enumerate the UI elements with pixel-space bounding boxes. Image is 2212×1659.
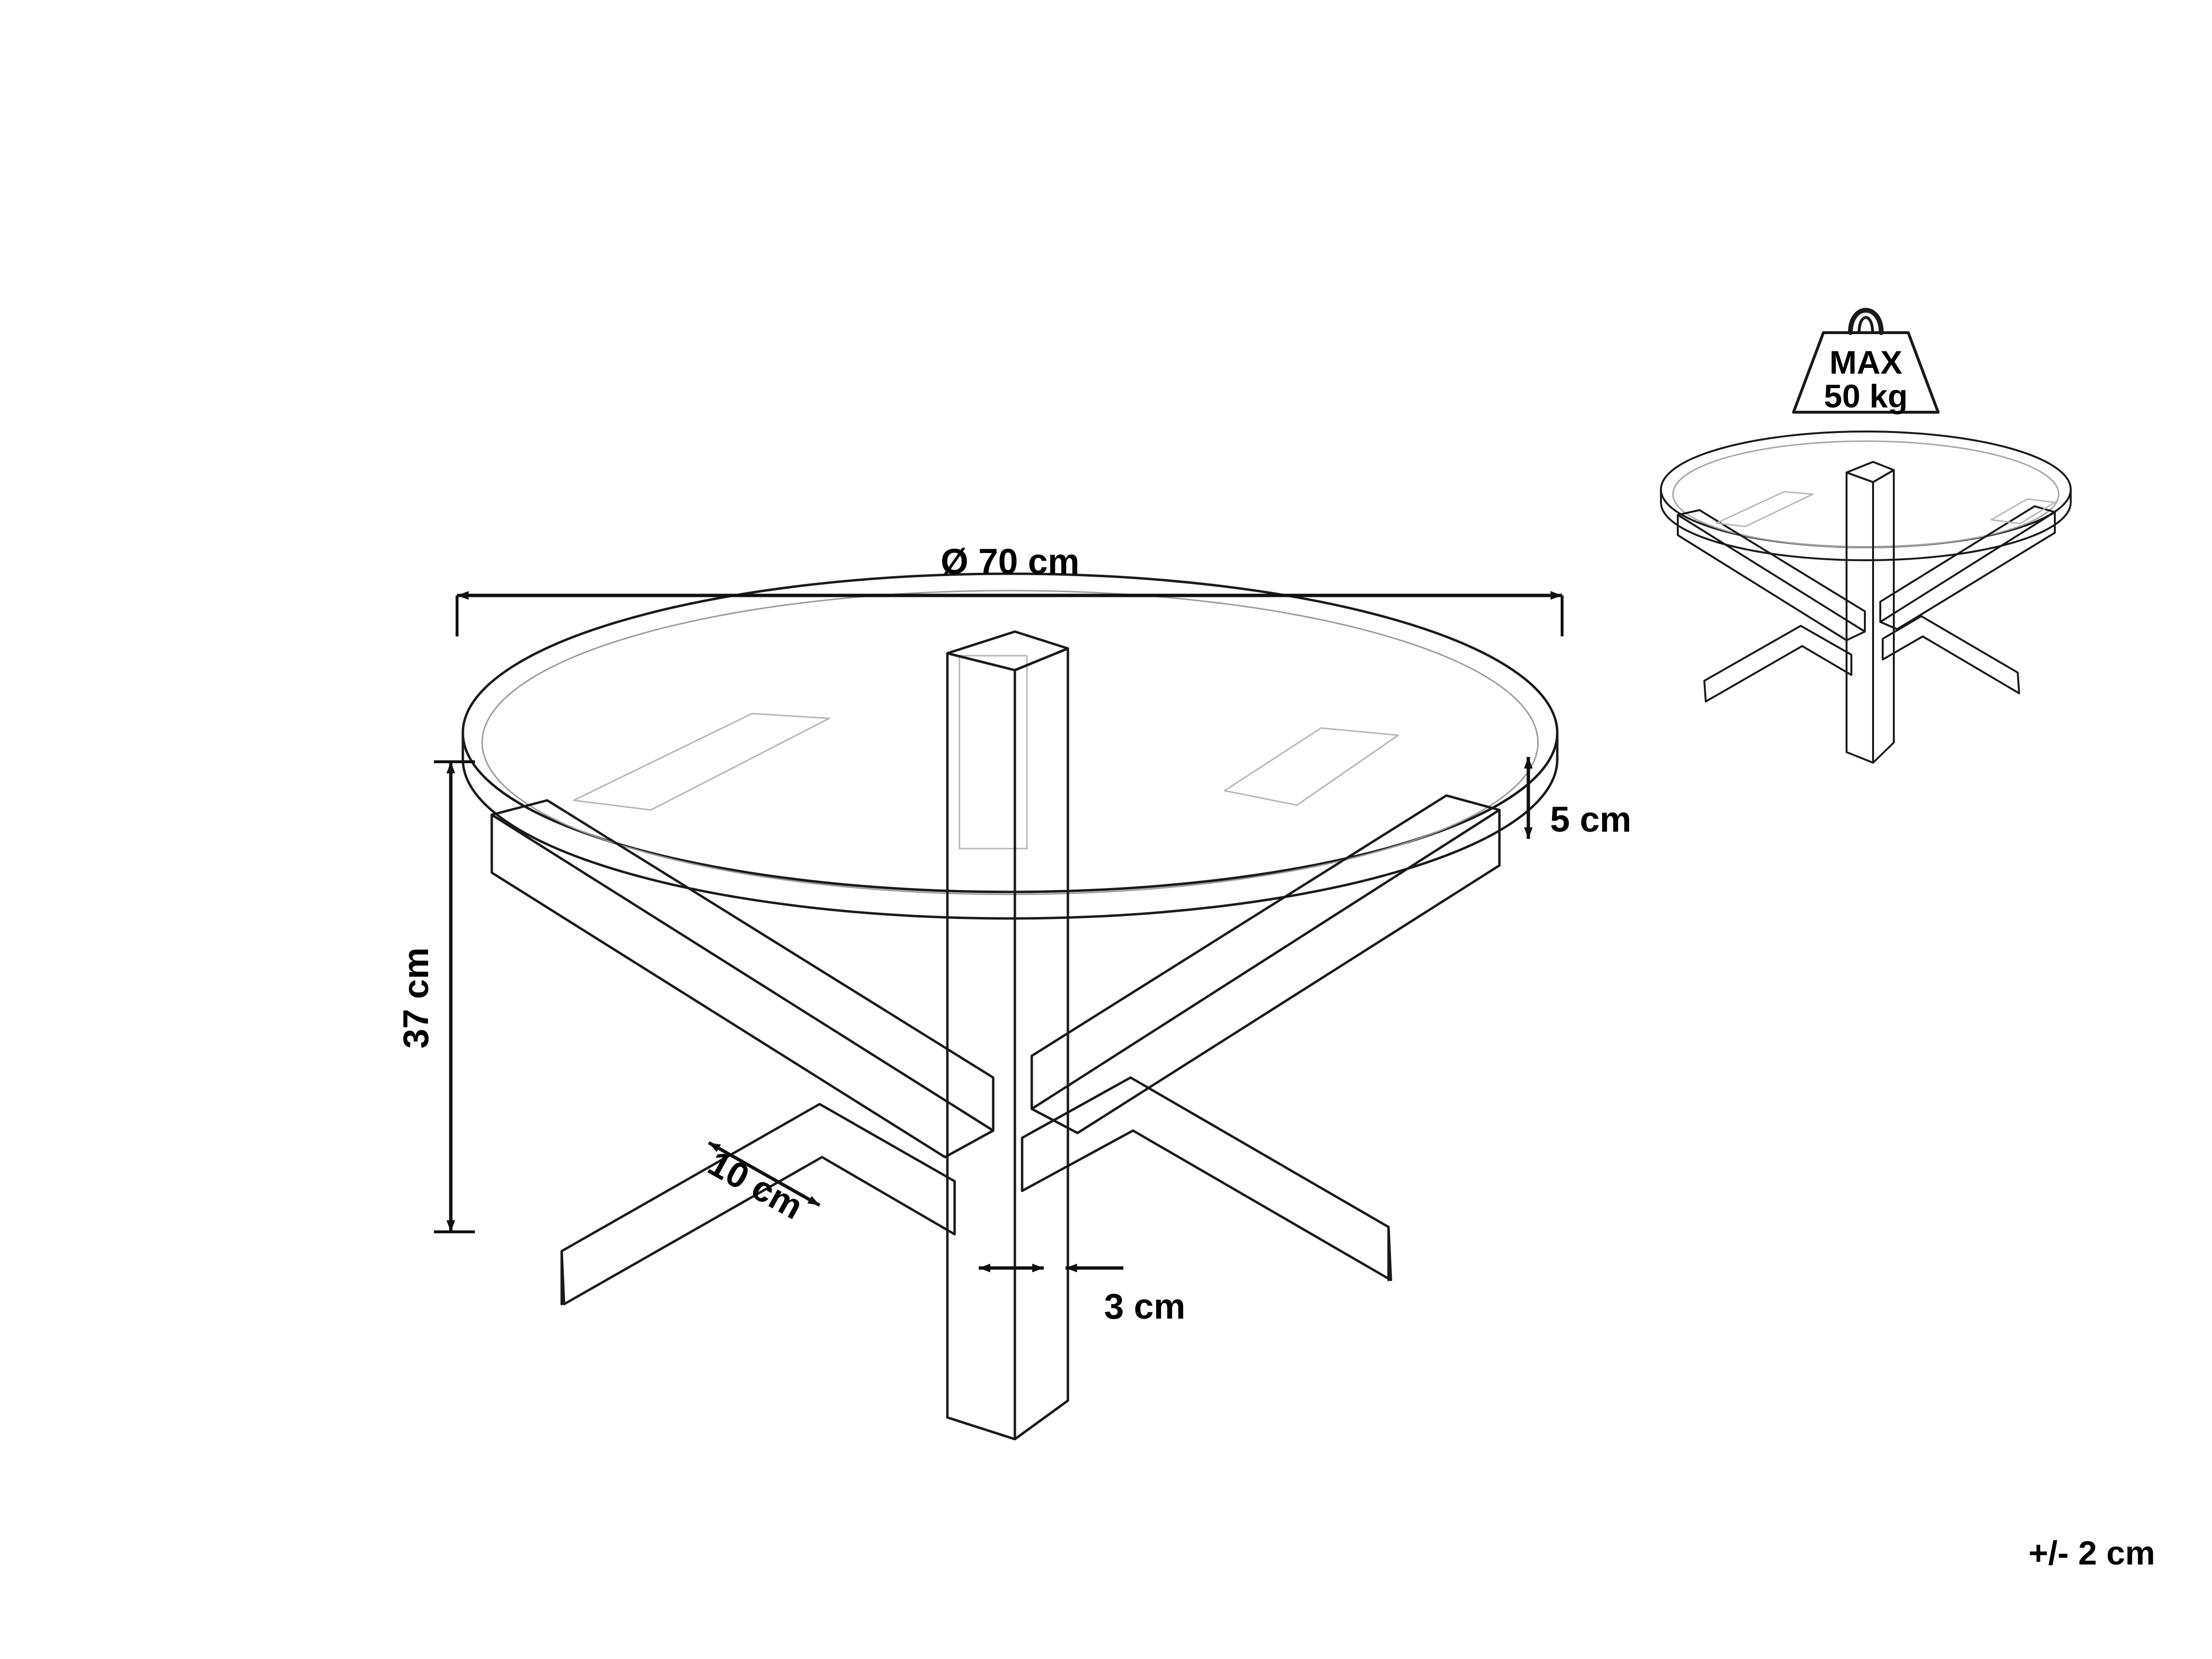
inset-legs-through-glass xyxy=(1715,491,2056,527)
inset-center-leg xyxy=(1846,472,1874,764)
inset-right-diagonal-leg xyxy=(1879,505,2056,623)
inset-center-leg-top xyxy=(1846,461,1895,483)
max-load-line1: MAX xyxy=(1829,344,1902,381)
weight-block-handle-inner xyxy=(1858,316,1874,334)
top-thickness-dimension: 5 cm xyxy=(1524,757,1632,839)
right-diagonal-leg xyxy=(1030,794,1501,1110)
top-thickness-label: 5 cm xyxy=(1550,799,1632,839)
right-diagonal-leg-lower xyxy=(1030,809,1501,1134)
table-top-outer-ellipse xyxy=(461,572,1559,893)
tolerance-note: +/- 2 cm xyxy=(2028,1534,2155,1572)
inset-right-foot xyxy=(1882,615,2020,694)
left-foot-runner xyxy=(560,1103,956,1306)
main-table-illustration xyxy=(461,572,1559,1441)
inset-table-top-thickness xyxy=(1660,488,2072,561)
center-leg-front-face xyxy=(946,652,1016,1441)
inset-left-diagonal-leg xyxy=(1677,509,1866,633)
height-label: 37 cm xyxy=(396,947,436,1049)
leg-width-label: 10 cm xyxy=(701,1143,809,1227)
inset-table-top-inner xyxy=(1672,440,2060,548)
center-leg-bottom xyxy=(946,1399,1069,1441)
leg-width-dimension-line xyxy=(708,1141,821,1207)
left-diagonal-leg-lower xyxy=(490,813,995,1159)
height-dimension: 37 cm xyxy=(396,760,475,1233)
diameter-label: Ø 70 cm xyxy=(941,541,1079,581)
weight-block-body xyxy=(1792,331,1940,414)
diameter-dimension: Ø 70 cm xyxy=(456,541,1564,636)
leg-thickness-dimension: 3 cm xyxy=(979,1264,1186,1326)
inset-left-diagonal-leg-lower xyxy=(1677,514,1866,641)
right-foot-runner xyxy=(1021,1076,1392,1281)
center-leg-top-face xyxy=(946,630,1069,672)
inset-center-leg-side xyxy=(1872,469,1895,764)
inset-right-diagonal-leg-lower xyxy=(1879,511,2056,630)
table-top-thickness-edge xyxy=(461,731,1559,893)
load-capacity-illustration xyxy=(1660,308,2072,764)
legs-seen-through-glass xyxy=(573,655,1399,850)
max-load-line2: 50 kg xyxy=(1824,378,1908,415)
left-diagonal-leg xyxy=(490,799,995,1132)
table-top-inner-ellipse xyxy=(481,590,1539,895)
inset-left-foot xyxy=(1703,625,1852,702)
leg-thickness-label: 3 cm xyxy=(1104,1286,1186,1326)
weight-block-handle xyxy=(1848,308,1884,335)
table-top-lower-ellipse-arc xyxy=(461,758,1559,920)
center-leg-side-face xyxy=(1013,647,1069,1441)
